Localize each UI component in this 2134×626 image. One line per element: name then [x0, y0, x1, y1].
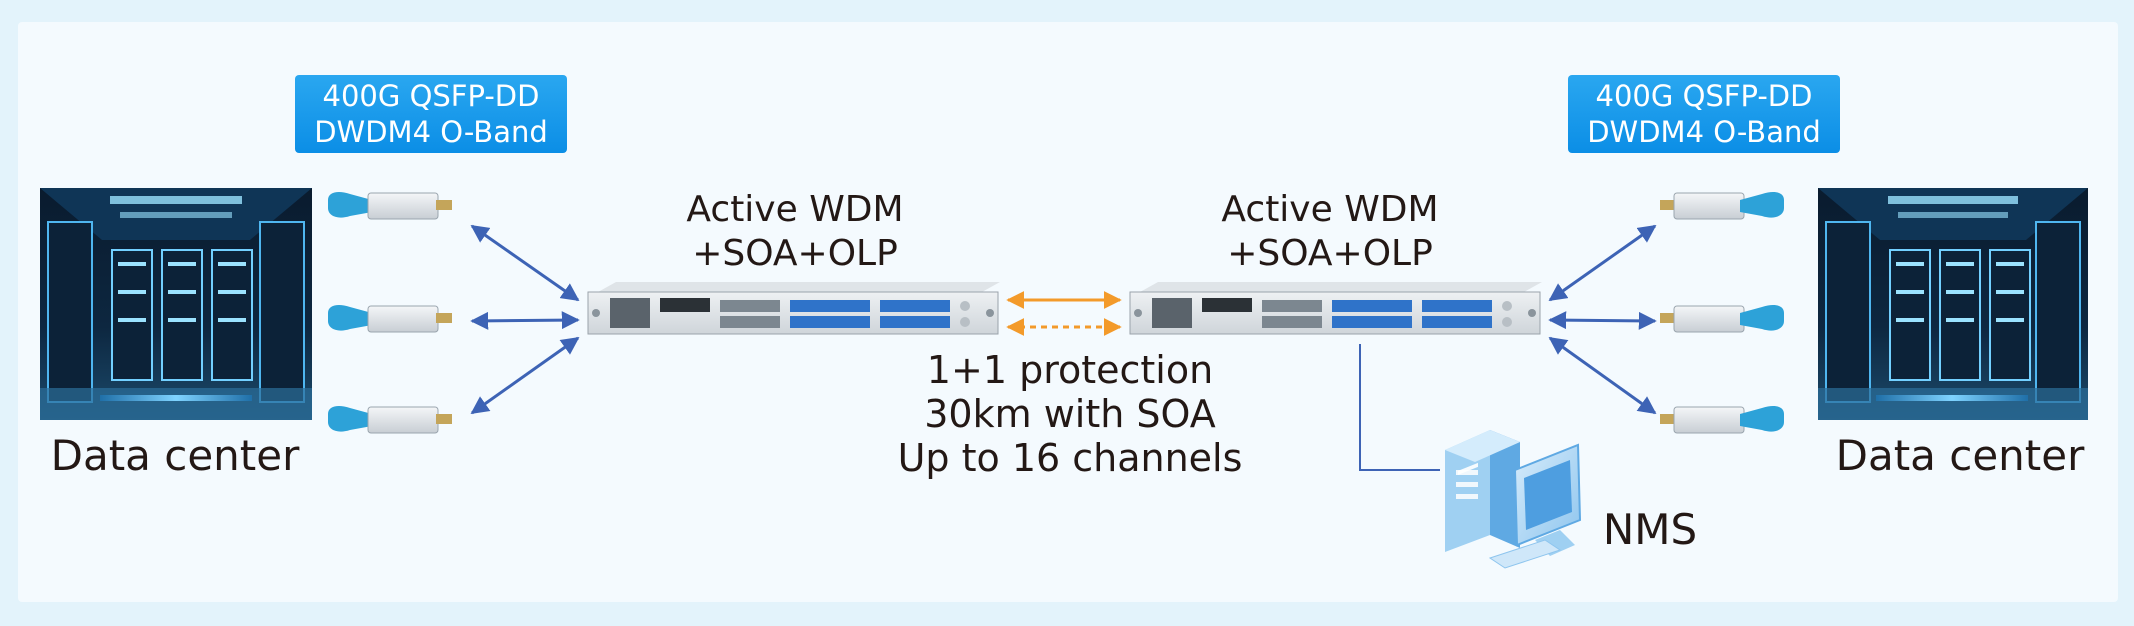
- transceiver-module-left-3: [328, 406, 452, 434]
- transceiver-module-left-1: [328, 192, 452, 220]
- transceiver-badge-right: 400G QSFP-DD DWDM4 O-Band: [1568, 75, 1840, 153]
- wdm-label-right: Active WDM +SOA+OLP: [1205, 188, 1455, 276]
- transceiver-module-right-1: [1660, 192, 1784, 220]
- nms-label: NMS: [1602, 505, 1698, 554]
- datacenter-label-right: Data center: [1835, 431, 2085, 480]
- datacenter-image-left: [40, 188, 312, 420]
- nms-connection-line: [1359, 344, 1440, 471]
- badge-left-line2: DWDM4 O-Band: [314, 115, 548, 149]
- datacenter-label-left: Data center: [50, 431, 300, 480]
- transceiver-module-left-2: [328, 305, 452, 333]
- transceiver-badge-left: 400G QSFP-DD DWDM4 O-Band: [295, 75, 567, 153]
- badge-right-line2: DWDM4 O-Band: [1587, 115, 1821, 149]
- badge-left-line1: 400G QSFP-DD: [322, 79, 540, 113]
- datacenter-image-right: [1818, 188, 2088, 420]
- link-arrow-left-3: [470, 336, 580, 415]
- link-arrow-left-1: [470, 224, 580, 302]
- link-channels-text: Up to 16 channels: [897, 436, 1243, 480]
- link-protection-text: 1+1 protection: [926, 348, 1214, 392]
- wdm-chassis-left: [587, 282, 1000, 335]
- wdm-right-line2: +SOA+OLP: [1227, 233, 1433, 274]
- link-description: 1+1 protection 30km with SOA Up to 16 ch…: [860, 348, 1280, 480]
- wdm-left-line2: +SOA+OLP: [692, 233, 898, 274]
- badge-right-line1: 400G QSFP-DD: [1595, 79, 1813, 113]
- link-distance-text: 30km with SOA: [924, 392, 1216, 436]
- wdm-label-left: Active WDM +SOA+OLP: [670, 188, 920, 276]
- transceiver-module-right-3: [1660, 406, 1784, 434]
- link-arrow-left-2: [470, 311, 580, 330]
- link-arrow-right-1: [1548, 224, 1657, 302]
- link-arrow-right-3: [1548, 336, 1657, 415]
- wdm-left-line1: Active WDM: [686, 189, 904, 230]
- computer-icon: [1445, 430, 1582, 569]
- transceiver-module-right-2: [1660, 305, 1784, 333]
- wdm-right-line1: Active WDM: [1221, 189, 1439, 230]
- wdm-chassis-right: [1129, 282, 1542, 335]
- link-arrow-right-2: [1548, 311, 1657, 330]
